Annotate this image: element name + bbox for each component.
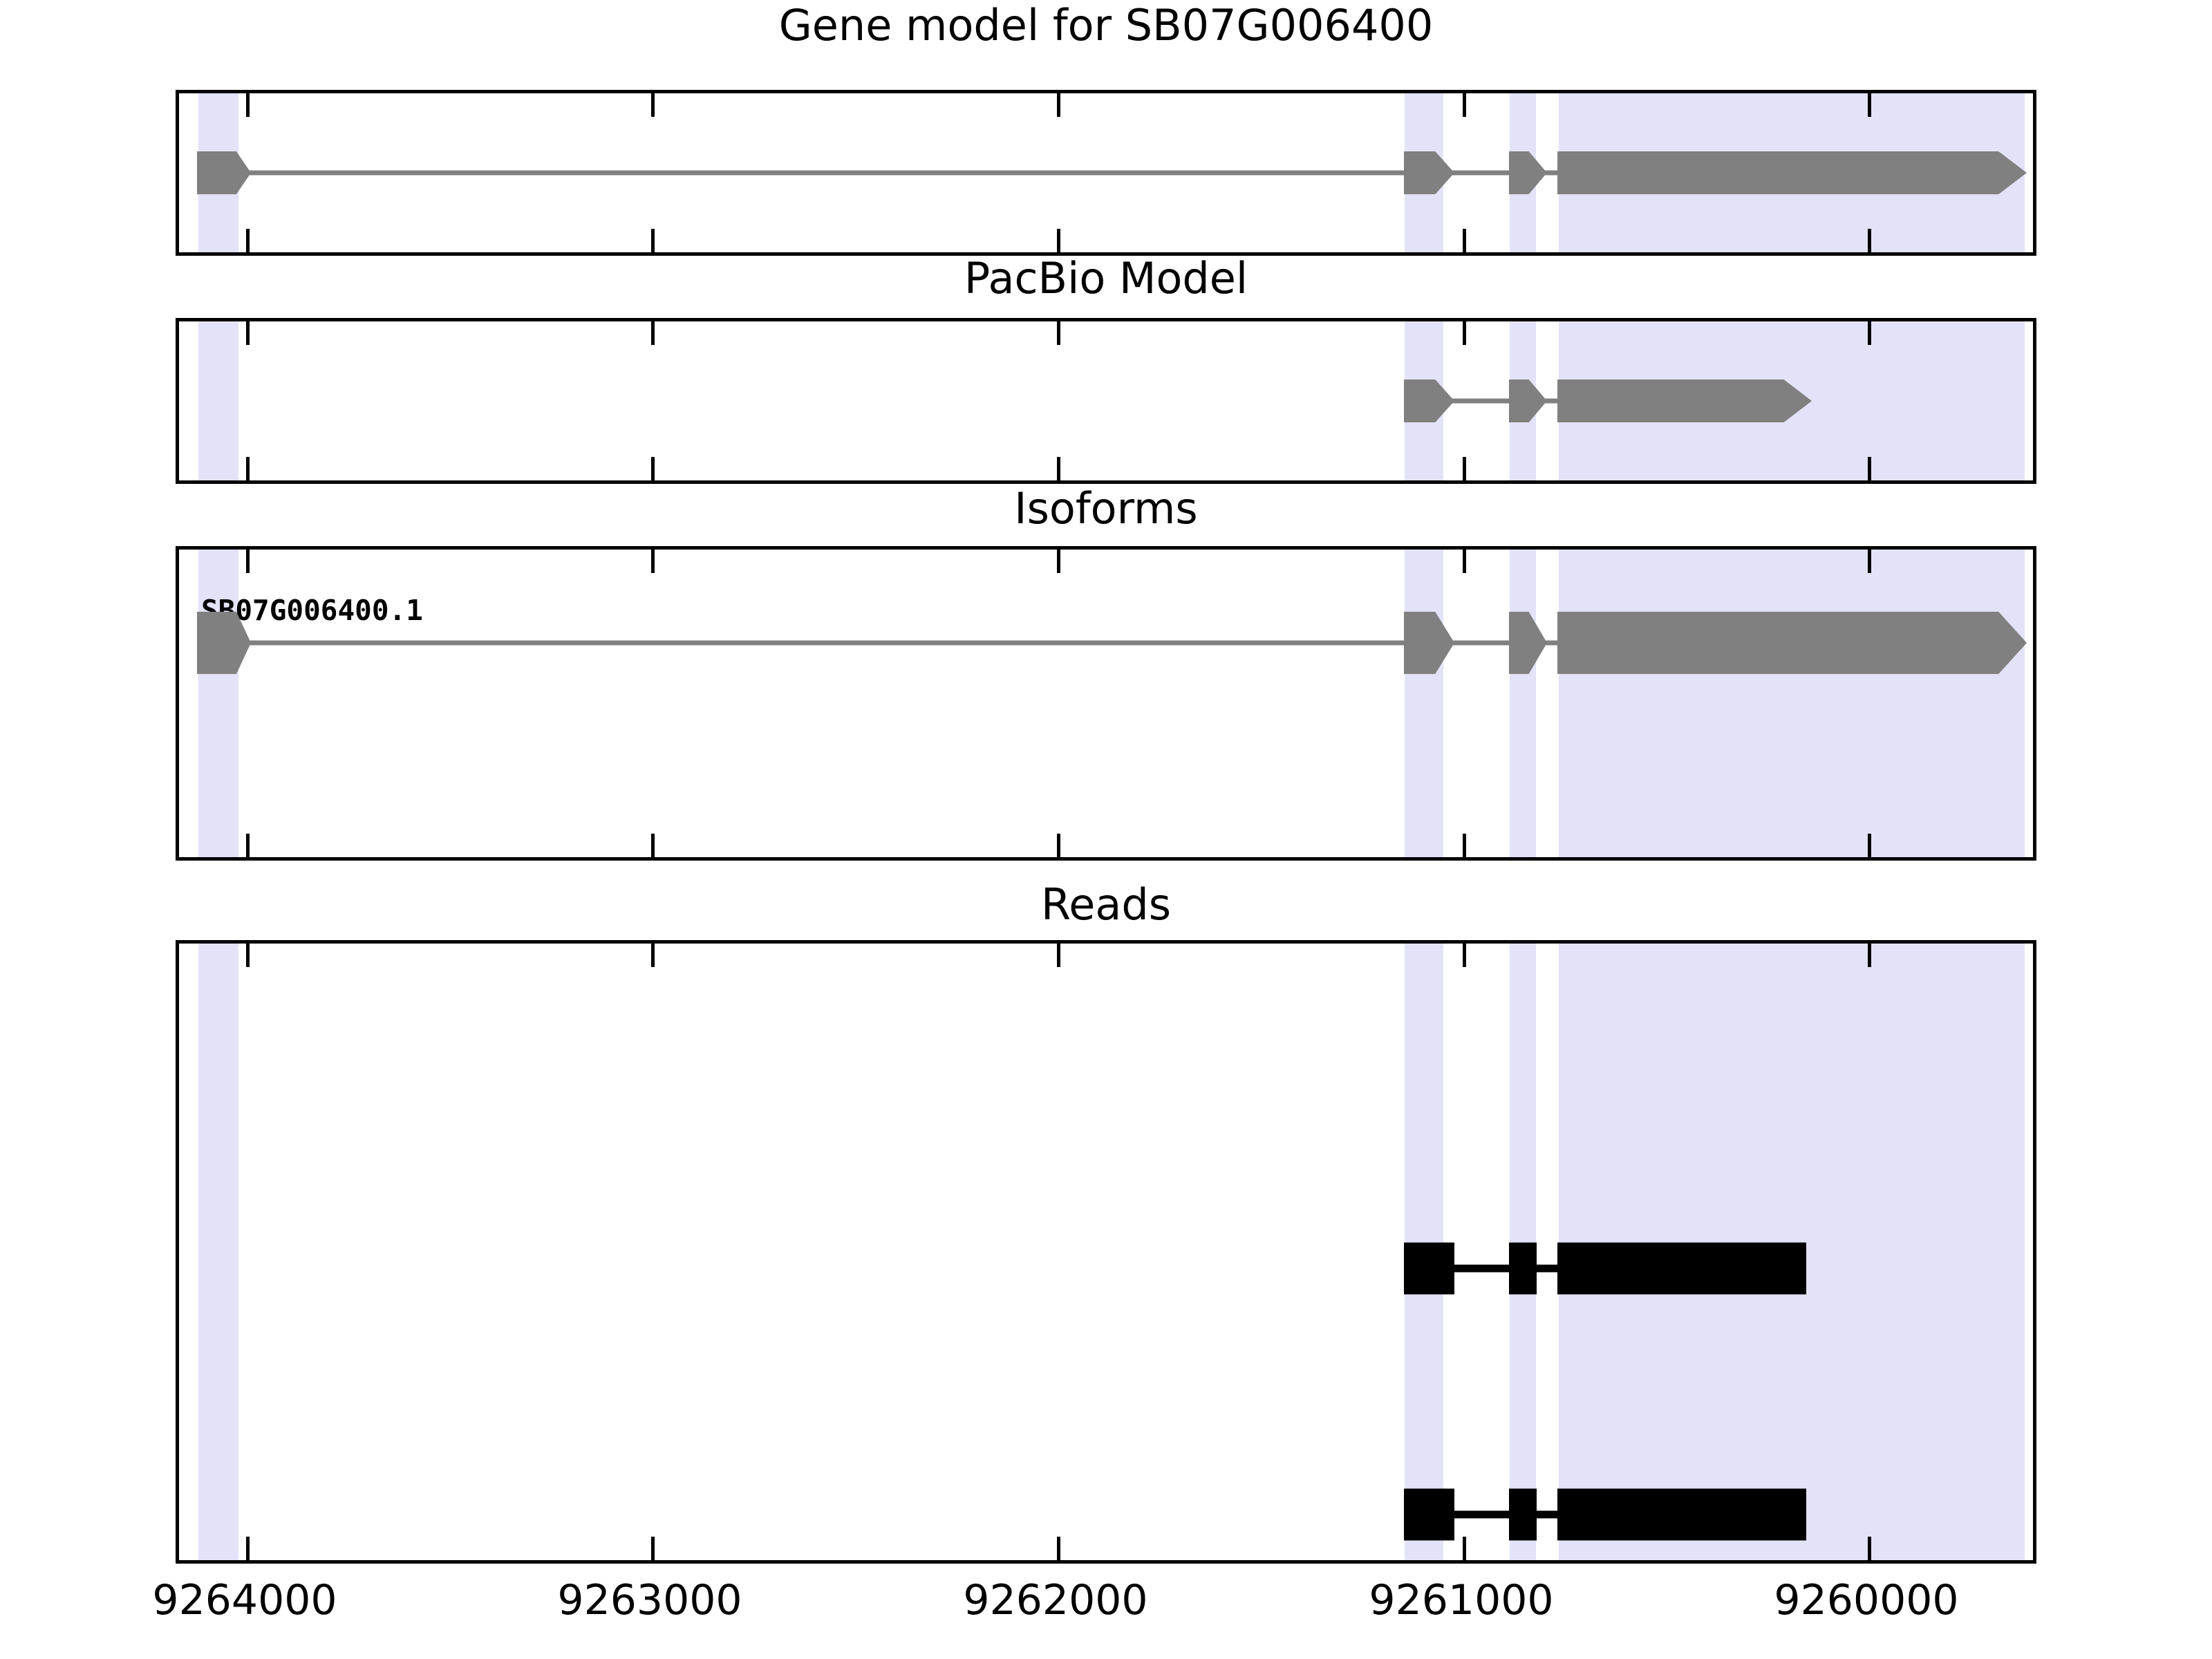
gene-model-plot [179, 93, 2033, 252]
axis-tick [1868, 457, 1871, 480]
axis-tick-label: 9264000 [152, 1576, 337, 1624]
intron-segment [1536, 398, 1559, 404]
axis-tick [651, 944, 655, 967]
axis-tick [1057, 944, 1060, 967]
exon-block [197, 151, 251, 194]
read-connector [1536, 1264, 1559, 1273]
exon-block [1509, 612, 1547, 674]
highlight-band-4 [1559, 550, 2025, 857]
axis-tick [651, 550, 655, 573]
highlight-band-1 [198, 550, 238, 857]
axis-tick [1463, 93, 1466, 117]
read-block [1404, 1488, 1454, 1541]
axis-tick [651, 1537, 655, 1560]
axis-tick [1463, 1537, 1466, 1560]
axis-tick-label: 9260000 [1774, 1576, 1959, 1624]
axis-tick [1463, 321, 1466, 345]
exon-block [1557, 379, 1812, 422]
exon-block [1404, 379, 1454, 422]
axis-tick-label: 9261000 [1369, 1576, 1554, 1624]
exon-block [1509, 151, 1547, 194]
read-block [1509, 1488, 1537, 1541]
axis-tick [1868, 834, 1871, 857]
axis-tick [1057, 93, 1060, 117]
gene-model-axes [176, 90, 2036, 256]
axis-tick [651, 229, 655, 252]
read-connector [1443, 1510, 1510, 1519]
exon-block [1557, 612, 2027, 674]
axis-tick [651, 93, 655, 117]
reads-axes [176, 940, 2036, 1564]
read-block [1509, 1242, 1537, 1295]
reads-title: Reads [1040, 879, 1172, 930]
exon-block [1404, 612, 1454, 674]
axis-tick [1868, 321, 1871, 345]
axis-tick [651, 834, 655, 857]
axis-tick [1463, 550, 1466, 573]
axis-tick [1868, 229, 1871, 252]
axis-tick [246, 321, 250, 345]
axis-tick [1463, 944, 1466, 967]
pacbio-model-plot [179, 321, 2033, 480]
axis-tick [246, 944, 250, 967]
gene-model-title: Gene model for SB07G006400 [778, 0, 1434, 50]
axis-tick [246, 1537, 250, 1560]
read-connector [1536, 1510, 1559, 1519]
axis-tick [651, 457, 655, 480]
axis-tick [1868, 1537, 1871, 1560]
axis-tick-label: 9263000 [557, 1576, 742, 1624]
intron-segment [238, 170, 1405, 176]
intron-segment [1443, 398, 1510, 404]
isoforms-plot: SB07G006400.1 [179, 550, 2033, 857]
axis-tick-label: 9262000 [963, 1576, 1148, 1624]
axis-tick [1463, 229, 1466, 252]
highlight-band-2 [1405, 550, 1443, 857]
exon-block [1404, 151, 1454, 194]
axis-tick [246, 229, 250, 252]
reads-plot [179, 944, 2033, 1560]
isoforms-axes: SB07G006400.1 [176, 546, 2036, 861]
intron-segment [1443, 640, 1510, 646]
highlight-band-3 [1510, 550, 1536, 857]
read-block [1404, 1242, 1454, 1295]
axis-tick [246, 550, 250, 573]
intron-segment [238, 640, 1405, 646]
intron-segment [1443, 170, 1510, 176]
axis-tick [1057, 834, 1060, 857]
axis-tick [246, 457, 250, 480]
axis-tick [1463, 457, 1466, 480]
axis-tick [1057, 321, 1060, 345]
intron-segment [1536, 170, 1559, 176]
axis-tick [246, 93, 250, 117]
axis-tick [1868, 93, 1871, 117]
axis-tick [651, 321, 655, 345]
axis-tick [1868, 944, 1871, 967]
axis-tick [1057, 1537, 1060, 1560]
intron-segment [1536, 640, 1559, 646]
read-block [1557, 1242, 1806, 1295]
read-connector [1443, 1264, 1510, 1273]
axis-tick [1057, 550, 1060, 573]
exon-block [1557, 151, 2027, 194]
read-block [1557, 1488, 1806, 1541]
axis-tick [246, 834, 250, 857]
pacbio-model-axes [176, 318, 2036, 484]
axis-tick [1057, 229, 1060, 252]
pacbio-model-title: PacBio Model [964, 253, 1248, 303]
axis-tick [1057, 457, 1060, 480]
exon-block [1509, 379, 1547, 422]
highlight-band-1 [198, 944, 238, 1560]
highlight-band-1 [198, 321, 238, 480]
isoforms-title: Isoforms [1014, 483, 1198, 534]
axis-tick [1463, 834, 1466, 857]
axis-tick [1868, 550, 1871, 573]
